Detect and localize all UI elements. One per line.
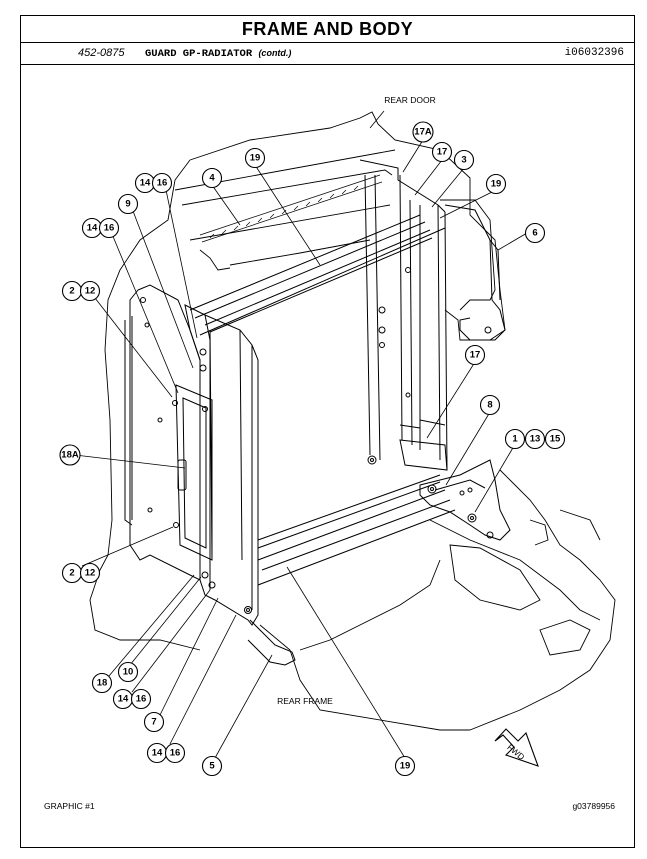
rear-door-label: REAR DOOR	[384, 95, 435, 105]
page-title: FRAME AND BODY	[21, 16, 634, 43]
rear-frame-label: REAR FRAME	[277, 696, 333, 706]
callout-19-bottom: 19	[400, 761, 411, 772]
callout-12-upper: 12	[85, 286, 96, 297]
callout-14-bottom: 14	[152, 748, 163, 759]
callout-5: 5	[209, 761, 215, 772]
right-bracket	[444, 204, 506, 341]
callout-7: 7	[151, 717, 156, 728]
cross-members	[189, 214, 456, 586]
bracket-plate	[172, 384, 213, 561]
front-side-plate	[184, 304, 259, 626]
callout-16-bottom: 16	[170, 748, 181, 759]
callout-13: 13	[530, 434, 541, 445]
bottom-mounting-bracket	[419, 459, 511, 541]
callout-15: 15	[550, 434, 561, 445]
part-name-group: GUARD GP-RADIATOR (contd.)	[145, 42, 291, 65]
callout-14-upper: 14	[87, 223, 98, 234]
callout-18a: 18A	[61, 450, 79, 461]
callout-2-upper: 2	[69, 286, 74, 297]
callout-16-lower: 16	[136, 694, 147, 705]
callout-1: 1	[512, 434, 518, 445]
callout-17-top: 17	[437, 147, 448, 158]
callout-17-mid: 17	[470, 350, 481, 361]
leader-lines	[74, 110, 528, 759]
left-side-panel	[124, 284, 201, 581]
graphic-label: GRAPHIC #1	[44, 801, 95, 811]
part-name: GUARD GP-RADIATOR	[145, 48, 253, 60]
callout-17a: 17A	[414, 127, 432, 138]
callout-14-top: 14	[140, 178, 151, 189]
callout-16-top: 16	[157, 178, 168, 189]
part-number: 452-0875	[78, 47, 125, 59]
callout-circles	[59, 121, 566, 777]
page-frame: FRAME AND BODY 452-0875 GUARD GP-RADIATO…	[20, 15, 635, 848]
callout-3: 3	[461, 155, 466, 166]
part-name-suffix: (contd.)	[258, 48, 292, 58]
callout-4: 4	[209, 173, 215, 184]
fwd-arrow	[494, 728, 539, 767]
callout-6: 6	[532, 228, 537, 239]
callout-16-upper: 16	[104, 223, 115, 234]
callout-18: 18	[97, 678, 108, 689]
callout-12-lower: 12	[85, 568, 96, 579]
left-upright	[209, 329, 243, 561]
callout-19-right: 19	[491, 179, 502, 190]
callout-9: 9	[125, 199, 130, 210]
callout-8: 8	[487, 400, 492, 411]
rear-upright	[359, 159, 448, 471]
callout-19-top: 19	[250, 153, 261, 164]
part-header: 452-0875 GUARD GP-RADIATOR (contd.) i060…	[21, 42, 634, 65]
callout-10: 10	[123, 667, 134, 678]
callout-2-lower: 2	[69, 568, 74, 579]
rear-frame-outline	[89, 469, 616, 731]
illustration-id: i06032396	[564, 47, 624, 59]
callout-14-lower: 14	[118, 694, 129, 705]
foot-plate	[247, 619, 296, 666]
hinge-strip	[199, 174, 383, 243]
graphic-id: g03789956	[572, 801, 615, 811]
